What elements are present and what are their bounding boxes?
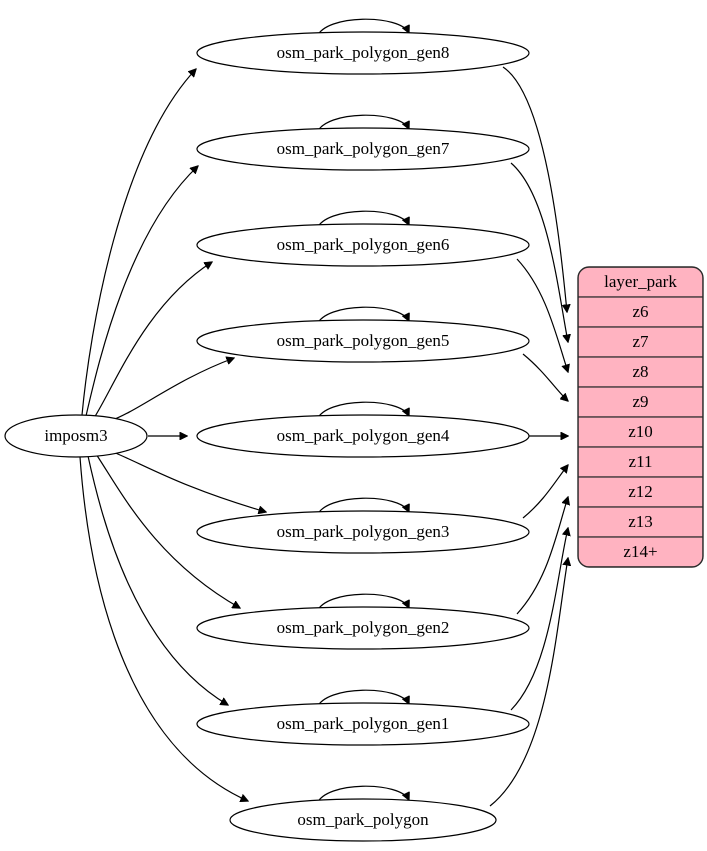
- edge-gen5-to-z9: [522, 353, 568, 401]
- table-cell-z13[interactable]: z13: [628, 512, 653, 531]
- edge-gen3-to-z11: [522, 465, 568, 519]
- node-osm-park-polygon[interactable]: osm_park_polygon: [229, 798, 497, 842]
- node-osm-park-polygon-gen6-label: osm_park_polygon_gen6: [277, 235, 450, 254]
- node-osm-park-polygon-gen7[interactable]: osm_park_polygon_gen7: [196, 127, 530, 171]
- self-loop-gen1: [316, 689, 409, 709]
- self-loop-gen4: [316, 401, 409, 421]
- self-loop-gen5: [316, 306, 409, 326]
- edge-imposm3-to-osm-park-polygon: [79, 456, 248, 801]
- node-osm-park-polygon-gen5[interactable]: osm_park_polygon_gen5: [196, 319, 530, 363]
- table-row-z14-bg: [578, 536, 703, 567]
- table-cell-z6[interactable]: z6: [632, 302, 648, 321]
- edge-imposm3-to-gen7: [85, 166, 198, 417]
- table-row-z11-bg: [578, 446, 703, 478]
- table-cell-z11[interactable]: z11: [629, 452, 653, 471]
- node-osm-park-polygon-gen4-label: osm_park_polygon_gen4: [277, 426, 450, 445]
- self-loop-edges: [316, 18, 409, 805]
- table-row-z7-bg: [578, 326, 703, 358]
- node-imposm3[interactable]: imposm3: [4, 414, 148, 458]
- edge-gen8-to-z6: [502, 66, 567, 312]
- node-osm-park-polygon-gen8[interactable]: osm_park_polygon_gen8: [196, 31, 530, 75]
- self-loop-gen3: [316, 497, 409, 517]
- node-osm-park-polygon-gen2-label: osm_park_polygon_gen2: [277, 618, 450, 637]
- node-osm-park-polygon-gen7-label: osm_park_polygon_gen7: [277, 139, 450, 158]
- table-header-label: layer_park: [604, 272, 677, 291]
- node-osm-park-polygon-gen6[interactable]: osm_park_polygon_gen6: [196, 223, 530, 267]
- node-osm-park-polygon-gen1-label: osm_park_polygon_gen1: [277, 714, 450, 733]
- edge-gen7-to-z7: [510, 162, 568, 342]
- edge-gen1-to-z13: [510, 528, 568, 711]
- edge-imposm3-to-gen5: [109, 358, 234, 422]
- edge-imposm3-to-gen8: [81, 69, 196, 416]
- self-loop-gen6: [316, 210, 409, 230]
- self-loop-gen7: [316, 114, 409, 134]
- node-osm-park-polygon-gen4[interactable]: osm_park_polygon_gen4: [196, 414, 530, 458]
- node-osm-park-polygon-gen2[interactable]: osm_park_polygon_gen2: [196, 606, 530, 650]
- table-outline: [577, 266, 704, 568]
- node-osm-park-polygon-label: osm_park_polygon: [297, 810, 429, 829]
- table-row-z9-bg: [578, 386, 703, 418]
- node-osm-park-polygon-gen5-label: osm_park_polygon_gen5: [277, 331, 450, 350]
- edge-osm-park-polygon-to-z14: [489, 558, 568, 807]
- edge-gen6-to-z8: [516, 258, 568, 372]
- table-cell-z7[interactable]: z7: [632, 332, 649, 351]
- node-osm-park-polygon-gen3-label: osm_park_polygon_gen3: [277, 522, 450, 541]
- edge-imposm3-to-gen6: [93, 262, 212, 419]
- layer-park-table[interactable]: layer_park z6 z7 z8 z9 z10 z11 z12 z13 z…: [577, 266, 704, 568]
- graph-nodes: imposm3 osm_park_polygon_gen8 osm_park_p…: [4, 31, 530, 842]
- table-row-z10-bg: [578, 416, 703, 448]
- node-osm-park-polygon-gen1[interactable]: osm_park_polygon_gen1: [196, 702, 530, 746]
- node-osm-park-polygon-gen3[interactable]: osm_park_polygon_gen3: [196, 510, 530, 554]
- table-row-z12-bg: [578, 476, 703, 508]
- edge-imposm3-to-gen1: [87, 455, 228, 705]
- table-row-z13-bg: [578, 506, 703, 538]
- table-cell-z10[interactable]: z10: [628, 422, 653, 441]
- edge-imposm3-to-gen2: [95, 453, 240, 608]
- self-loop-osm-park-polygon: [316, 785, 409, 805]
- self-loop-gen2: [316, 593, 409, 613]
- node-imposm3-label: imposm3: [44, 426, 107, 445]
- table-cell-z8[interactable]: z8: [632, 362, 648, 381]
- table-cell-z14[interactable]: z14+: [623, 542, 657, 561]
- self-loop-gen8: [316, 18, 409, 38]
- edges-from-source: [79, 69, 266, 801]
- table-cell-z9[interactable]: z9: [632, 392, 648, 411]
- edge-gen2-to-z12: [516, 497, 568, 615]
- table-cell-z12[interactable]: z12: [628, 482, 653, 501]
- node-osm-park-polygon-gen8-label: osm_park_polygon_gen8: [277, 43, 450, 62]
- edge-imposm3-to-gen3: [112, 451, 266, 512]
- edges-to-table: [489, 66, 568, 807]
